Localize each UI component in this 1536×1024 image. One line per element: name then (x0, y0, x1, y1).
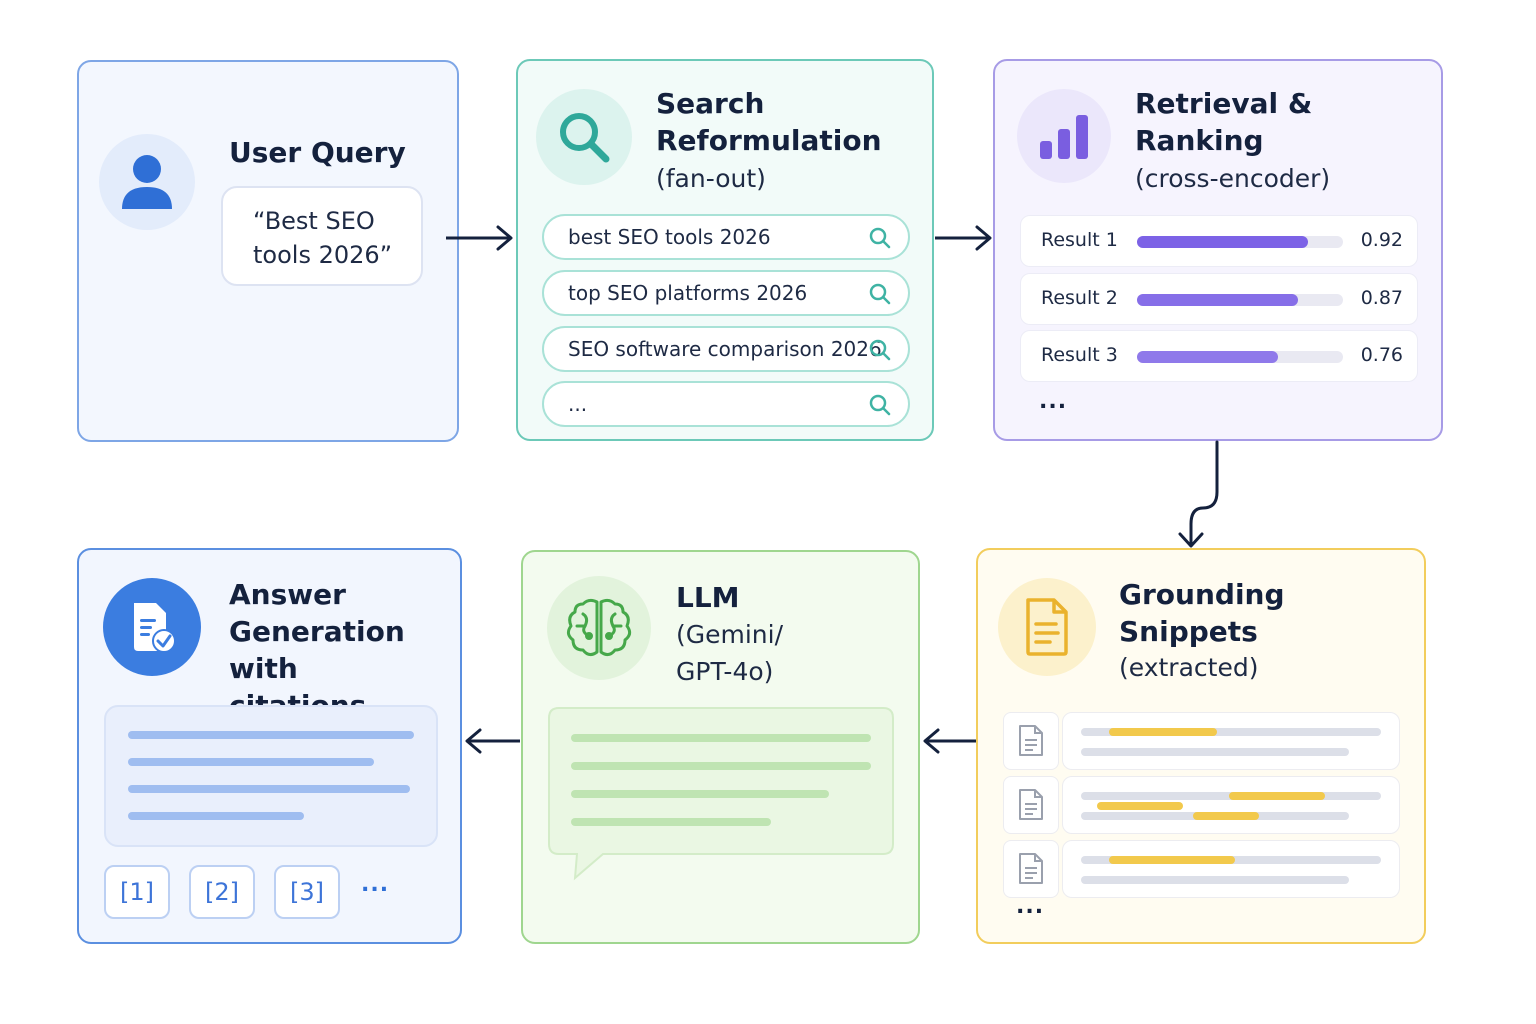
more-citations: ... (361, 872, 390, 897)
score-bar-track (1137, 236, 1343, 248)
query-pill[interactable]: best SEO tools 2026 (542, 214, 910, 260)
text-line (571, 762, 871, 770)
result-label: Result 3 (1041, 344, 1118, 366)
document-icon (1003, 712, 1059, 770)
llm-card: LLM (Gemini/ GPT-4o) (521, 550, 920, 944)
brain-icon (547, 576, 651, 680)
citation-button[interactable]: [1] (104, 865, 170, 919)
ranking-subtitle: (cross-encoder) (1135, 164, 1331, 193)
retrieval-ranking-card: Retrieval & Ranking (cross-encoder) Resu… (993, 59, 1443, 441)
score-bar-fill (1137, 294, 1299, 306)
highlight-bar (1109, 856, 1235, 864)
snippet-card (1062, 776, 1400, 834)
text-line (128, 812, 304, 820)
text-line (1081, 748, 1349, 756)
user-icon (99, 134, 195, 230)
query-pill-text: best SEO tools 2026 (568, 225, 771, 249)
highlight-bar (1097, 802, 1183, 810)
query-pill-text: top SEO platforms 2026 (568, 281, 808, 305)
highlight-bar (1109, 728, 1217, 736)
llm-title: LLM (676, 581, 740, 614)
arrow-down-icon (1178, 440, 1219, 548)
text-line (571, 790, 829, 798)
text-line (128, 785, 410, 793)
result-score: 0.92 (1360, 229, 1403, 251)
search-icon (869, 283, 891, 305)
ranking-title: Retrieval & Ranking (1135, 87, 1313, 157)
document-icon (1003, 840, 1059, 898)
highlight-bar (1229, 792, 1325, 800)
llm-subtitle: (Gemini/ GPT-4o) (676, 620, 784, 686)
text-line (571, 734, 871, 742)
snippet-card (1062, 840, 1400, 898)
arrow-right-icon (446, 225, 513, 251)
citation-button[interactable]: [3] (274, 865, 340, 919)
arrow-right-icon (935, 225, 992, 251)
search-icon (536, 89, 632, 185)
result-label: Result 1 (1041, 229, 1118, 251)
snippet-card (1062, 712, 1400, 770)
result-score: 0.76 (1360, 344, 1403, 366)
search-icon (869, 339, 891, 361)
grounding-snippets-card: Grounding Snippets (extracted) ... (976, 548, 1426, 944)
text-line (571, 818, 771, 826)
reformulation-subtitle: (fan-out) (656, 164, 766, 193)
reformulation-title: Search Reformulation (656, 87, 882, 157)
document-icon (1003, 776, 1059, 834)
more-results: ... (1039, 389, 1068, 414)
score-bar-fill (1137, 351, 1278, 363)
query-text: “Best SEO tools 2026” (221, 186, 423, 286)
arrow-left-icon (923, 728, 976, 754)
query-pill-text: ... (568, 392, 588, 416)
document-icon (998, 578, 1096, 676)
result-score: 0.87 (1360, 287, 1403, 309)
result-row: Result 3 0.76 (1020, 330, 1418, 382)
bar-chart-icon (1017, 89, 1111, 183)
text-line (1081, 876, 1349, 884)
answer-title: Answer Generation with citations (229, 578, 405, 722)
text-line (1081, 728, 1381, 736)
result-label: Result 2 (1041, 287, 1118, 309)
citation-button[interactable]: [2] (189, 865, 255, 919)
user-query-card: User Query “Best SEO tools 2026” (77, 60, 459, 442)
text-line (128, 731, 414, 739)
highlight-bar (1193, 812, 1259, 820)
answer-text-placeholder (104, 705, 438, 847)
search-reformulation-card: Search Reformulation (fan-out) best SEO … (516, 59, 934, 441)
score-bar-track (1137, 294, 1343, 306)
grounding-title: Grounding Snippets (1119, 578, 1285, 648)
search-icon (869, 394, 891, 416)
score-bar-track (1137, 351, 1343, 363)
text-line (128, 758, 374, 766)
query-pill[interactable]: ... (542, 381, 910, 427)
answer-generation-card: Answer Generation with citations [1] [2]… (77, 548, 462, 944)
result-row: Result 1 0.92 (1020, 215, 1418, 267)
search-icon (869, 227, 891, 249)
query-pill-text: SEO software comparison 2026 (568, 337, 882, 361)
result-row: Result 2 0.87 (1020, 273, 1418, 325)
document-check-icon (103, 578, 201, 676)
more-snippets: ... (1016, 894, 1045, 919)
user-query-title: User Query (229, 136, 406, 169)
arrow-left-icon (465, 728, 520, 754)
grounding-subtitle: (extracted) (1119, 653, 1259, 682)
score-bar-fill (1137, 236, 1308, 248)
query-pill[interactable]: SEO software comparison 2026 (542, 326, 910, 372)
query-pill[interactable]: top SEO platforms 2026 (542, 270, 910, 316)
